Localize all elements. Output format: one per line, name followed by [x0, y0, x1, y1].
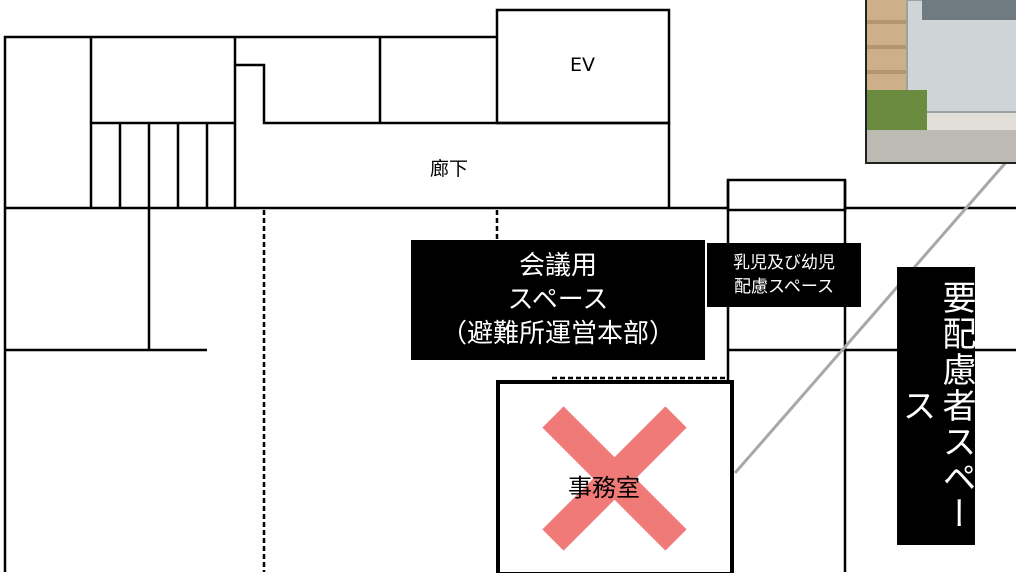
wall-left-top	[3, 35, 497, 572]
pointer-line	[733, 159, 1010, 474]
meeting-label-line2: スペース	[507, 285, 609, 315]
infant-label-line2: 配慮スペース	[734, 277, 834, 297]
meeting-label-line3: （避難所運営本部）	[440, 319, 675, 349]
meeting-space-label: 会議用 スペース （避難所運営本部）	[411, 240, 705, 360]
special-care-label-text: 要配慮者スペース	[896, 280, 976, 532]
cross-mark-icon	[542, 406, 687, 551]
storage-box-photo	[865, 0, 1016, 164]
special-care-label: 要配慮者スペース	[896, 267, 976, 545]
infant-label-line1: 乳児及び幼児	[733, 253, 835, 273]
infant-space-label: 乳児及び幼児 配慮スペース	[707, 243, 861, 307]
meeting-label-line1: 会議用	[518, 251, 597, 281]
wall-notch	[235, 63, 497, 125]
office-label: 事務室	[568, 474, 640, 502]
column-block	[726, 178, 847, 212]
corridor-label: 廊下	[430, 158, 469, 180]
elevator-label: EV	[570, 54, 596, 76]
